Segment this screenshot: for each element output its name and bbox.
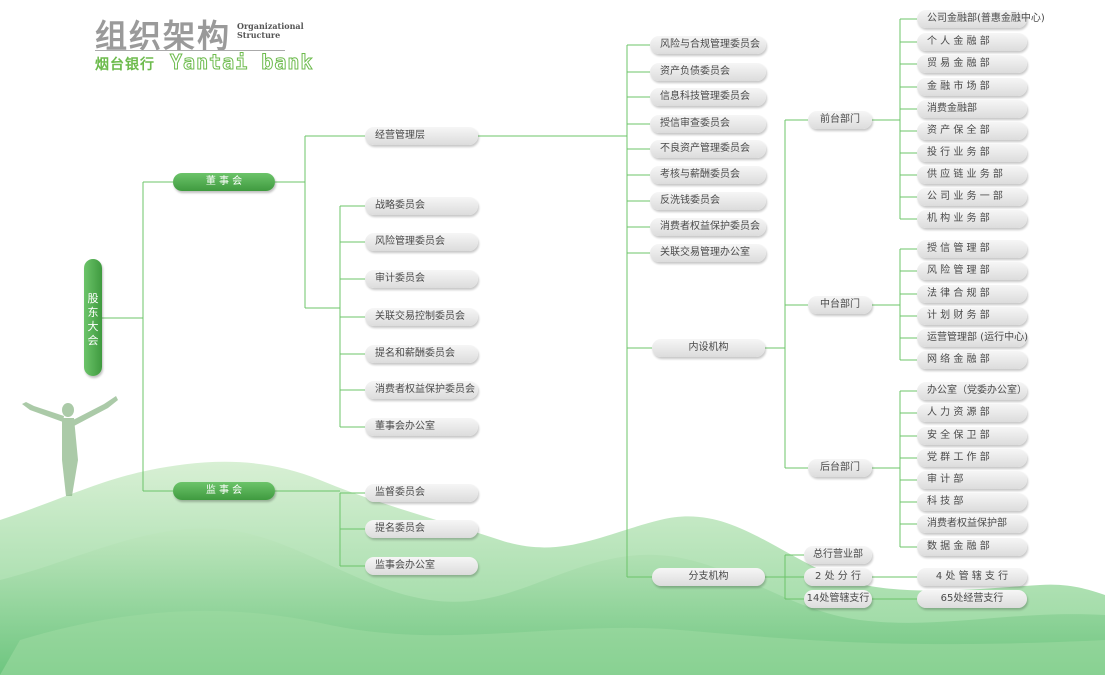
middle-dept-1: 风 险 管 理 部 xyxy=(917,262,1027,280)
back-dept-7: 数 据 金 融 部 xyxy=(917,538,1027,556)
supervisory-committee-2: 监事会办公室 xyxy=(365,557,478,575)
title-english-line1: Organizational xyxy=(237,21,304,31)
board-committee-1: 风险管理委员会 xyxy=(365,233,478,251)
hills-background xyxy=(0,461,1105,675)
back-dept-5: 科 技 部 xyxy=(917,493,1027,511)
middle-dept-0: 授 信 管 理 部 xyxy=(917,240,1027,258)
internal-org-node: 内设机构 xyxy=(652,339,765,357)
back-office-node: 后台部门 xyxy=(808,459,872,477)
front-dept-5: 资 产 保 全 部 xyxy=(917,122,1027,140)
board-committee-5: 消费者权益保护委员会 xyxy=(365,381,478,399)
supervisory-committee-1: 提名委员会 xyxy=(365,520,478,538)
board-node: 董 事 会 xyxy=(173,173,275,191)
title-divider xyxy=(95,50,285,51)
front-dept-0: 公司金融部(普惠金融中心) xyxy=(917,10,1045,28)
front-dept-7: 供 应 链 业 务 部 xyxy=(917,166,1027,184)
back-dept-1: 人 力 资 源 部 xyxy=(917,404,1027,422)
management-committee-7: 消费者权益保护委员会 xyxy=(650,218,766,236)
branch-unit-2: 14处管辖支行 xyxy=(804,590,872,608)
board-committee-2: 审计委员会 xyxy=(365,270,478,288)
middle-dept-2: 法 律 合 规 部 xyxy=(917,285,1027,303)
title-english: Organizational Structure xyxy=(237,22,304,40)
middle-dept-3: 计 划 财 务 部 xyxy=(917,307,1027,325)
front-office-node: 前台部门 xyxy=(808,111,872,129)
management-committee-3: 授信审查委员会 xyxy=(650,115,766,133)
management-committee-6: 反洗钱委员会 xyxy=(650,192,766,210)
brand-logo-en: Yantai bank xyxy=(169,50,314,75)
front-dept-8: 公 司 业 务 一 部 xyxy=(917,188,1027,206)
supervisory-node: 监 事 会 xyxy=(173,482,275,500)
board-committee-0: 战略委员会 xyxy=(365,197,478,215)
sub-branch-0: 4 处 管 辖 支 行 xyxy=(917,568,1027,586)
person-silhouette-icon xyxy=(22,396,118,496)
management-committee-2: 信息科技管理委员会 xyxy=(650,88,766,106)
back-dept-0: 办公室（党委办公室） xyxy=(917,382,1027,400)
page-title: 组织架构 xyxy=(95,17,232,55)
management-node: 经营管理层 xyxy=(365,127,478,145)
board-committee-6: 董事会办公室 xyxy=(365,418,478,436)
management-committee-4: 不良资产管理委员会 xyxy=(650,140,766,158)
back-dept-3: 党 群 工 作 部 xyxy=(917,449,1027,467)
management-committee-1: 资产负债委员会 xyxy=(650,63,766,81)
sub-branch-1: 65处经营支行 xyxy=(917,590,1027,608)
root-shareholders-meeting: 股东大会 xyxy=(84,259,102,376)
title-english-line2: Structure xyxy=(237,30,281,40)
board-committee-3: 关联交易控制委员会 xyxy=(365,308,478,326)
middle-office-node: 中台部门 xyxy=(808,296,872,314)
back-dept-2: 安 全 保 卫 部 xyxy=(917,427,1027,445)
middle-dept-4: 运营管理部 (运行中心) xyxy=(917,329,1028,347)
front-dept-2: 贸 易 金 融 部 xyxy=(917,55,1027,73)
branch-org-node: 分支机构 xyxy=(652,568,765,586)
branch-unit-1: 2 处 分 行 xyxy=(804,568,872,586)
brand-logo-cn: 烟台银行 xyxy=(95,57,155,73)
board-committee-4: 提名和薪酬委员会 xyxy=(365,345,478,363)
back-dept-4: 审 计 部 xyxy=(917,471,1027,489)
management-committee-5: 考核与薪酬委员会 xyxy=(650,166,766,184)
middle-dept-5: 网 络 金 融 部 xyxy=(917,351,1027,369)
management-committee-8: 关联交易管理办公室 xyxy=(650,244,766,262)
front-dept-4: 消费金融部 xyxy=(917,100,1027,118)
branch-unit-0: 总行营业部 xyxy=(804,546,872,564)
front-dept-6: 投 行 业 务 部 xyxy=(917,144,1027,162)
front-dept-1: 个 人 金 融 部 xyxy=(917,33,1027,51)
supervisory-committee-0: 监督委员会 xyxy=(365,484,478,502)
back-dept-6: 消费者权益保护部 xyxy=(917,515,1027,533)
front-dept-3: 金 融 市 场 部 xyxy=(917,78,1027,96)
front-dept-9: 机 构 业 务 部 xyxy=(917,210,1027,228)
management-committee-0: 风险与合规管理委员会 xyxy=(650,36,766,54)
